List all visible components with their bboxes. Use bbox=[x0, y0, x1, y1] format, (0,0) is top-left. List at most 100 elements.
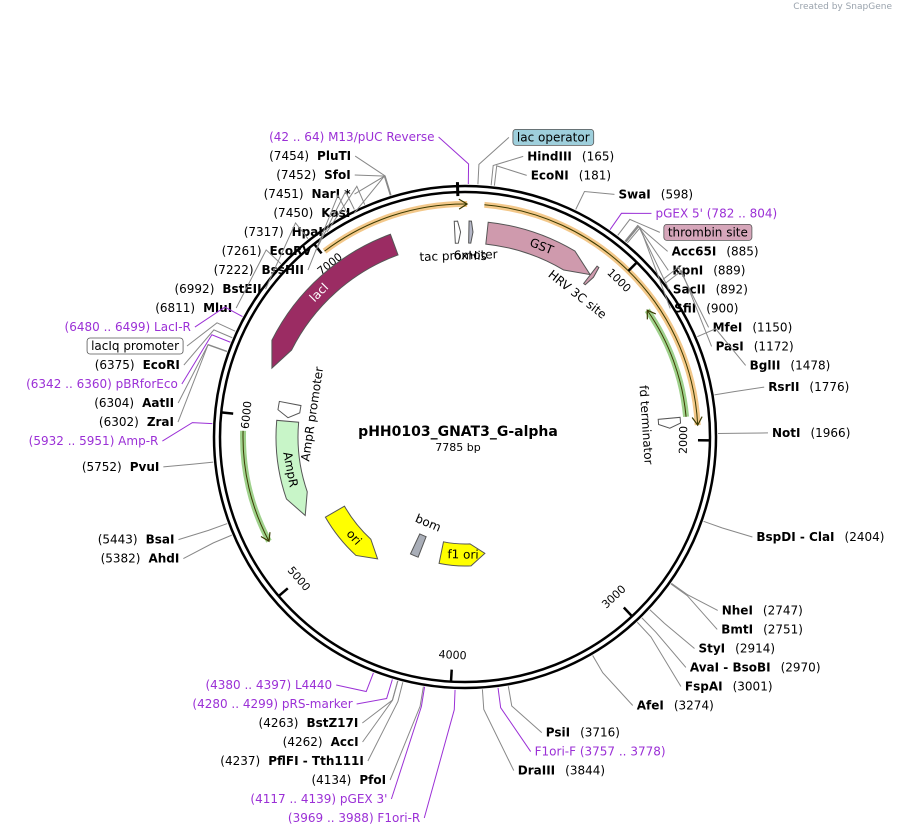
site-leader-line bbox=[177, 343, 228, 404]
enzyme-position: (4263) bbox=[259, 716, 299, 730]
enzyme-position: (4134) bbox=[311, 773, 351, 787]
enzyme-position: (6992) bbox=[174, 282, 214, 296]
enzyme-name: AhdI bbox=[148, 552, 179, 566]
site-leader-line bbox=[617, 218, 661, 236]
enzyme-position: (7454) bbox=[269, 149, 309, 163]
enzyme-name: SwaI bbox=[618, 187, 650, 201]
enzyme-name: MluI bbox=[203, 301, 232, 315]
site-leader-line bbox=[390, 686, 426, 800]
enzyme-position: (7317) bbox=[244, 225, 284, 239]
enzyme-name: RsrII bbox=[768, 380, 799, 394]
enzyme-position: (3001) bbox=[733, 679, 773, 693]
site-leader-line bbox=[163, 461, 214, 468]
enzyme-name: HindIII bbox=[527, 149, 572, 163]
feature-callout-label: lacIq promoter bbox=[91, 339, 179, 353]
site-leader-line bbox=[356, 679, 393, 705]
site-leader-line bbox=[636, 621, 682, 687]
site-leader-line bbox=[714, 386, 765, 396]
feature-label-bom: bom bbox=[413, 511, 443, 534]
site-leader-line bbox=[162, 422, 213, 442]
feature-6xhis bbox=[468, 220, 474, 244]
feature-callout-label: lac operator bbox=[517, 130, 590, 144]
site-leader-line bbox=[493, 165, 527, 186]
primer-label: pGEX 5' (782 .. 804) bbox=[655, 206, 777, 220]
site-leader-line bbox=[497, 687, 532, 752]
enzyme-name: NotI bbox=[772, 426, 801, 440]
enzyme-name: HpaI bbox=[292, 225, 323, 239]
enzyme-position: (7451) bbox=[264, 187, 304, 201]
primer-label: (5932 .. 5951) Amp-R bbox=[29, 434, 159, 448]
tick-mark bbox=[622, 606, 633, 617]
tick-label: 3000 bbox=[599, 583, 628, 612]
feature-label-ampr-promoter: AmpR promoter bbox=[298, 366, 326, 462]
orf-arc-core bbox=[242, 430, 270, 542]
orf-arc-core bbox=[646, 309, 687, 417]
enzyme-name: PsiI bbox=[546, 726, 570, 740]
orf-layer bbox=[240, 198, 703, 543]
feature-fd-terminator bbox=[657, 416, 682, 429]
tick-label: 5000 bbox=[285, 564, 313, 594]
enzyme-position: (3844) bbox=[565, 764, 605, 778]
enzyme-name: EcoRV bbox=[270, 244, 313, 258]
enzyme-position: (7222) bbox=[214, 263, 254, 277]
feature-label-f1-ori: f1 ori bbox=[447, 547, 479, 562]
enzyme-position: (7261) bbox=[222, 244, 262, 258]
tick-label: 6000 bbox=[239, 400, 255, 429]
site-leader-line bbox=[423, 689, 456, 819]
site-leader-line bbox=[625, 225, 670, 290]
feature-ampr bbox=[275, 419, 308, 517]
site-leader-line bbox=[649, 609, 695, 649]
site-leader-line bbox=[507, 686, 543, 733]
feature-callout-label: thrombin site bbox=[668, 225, 748, 239]
site-leader-line bbox=[183, 534, 232, 560]
restriction-site-label: NotI(1966) bbox=[772, 426, 850, 440]
enzyme-position: (7450) bbox=[273, 206, 313, 220]
tick-mark bbox=[222, 411, 234, 415]
restriction-site-label: (6811)MluI bbox=[155, 301, 232, 315]
enzyme-position: (1478) bbox=[790, 358, 830, 372]
backbone-inner-ring bbox=[218, 190, 712, 684]
site-leader-line bbox=[178, 523, 228, 541]
enzyme-name: BstEII bbox=[222, 282, 261, 296]
feature-label-ampr: AmpR bbox=[280, 451, 300, 489]
enzyme-name: PflFI - Tth111I bbox=[268, 754, 364, 768]
enzyme-name: Acc65I bbox=[672, 244, 717, 258]
site-leader-line bbox=[592, 655, 634, 706]
enzyme-name: BstZ17I bbox=[306, 716, 358, 730]
tick-mark bbox=[627, 262, 638, 272]
site-leader-line bbox=[315, 190, 355, 252]
site-leader-line bbox=[362, 680, 399, 743]
site-leader-line bbox=[671, 582, 718, 611]
restriction-site-label: MfeI(1150) bbox=[713, 320, 793, 334]
enzyme-name: NarI * bbox=[312, 187, 352, 201]
orf-arc-core bbox=[324, 203, 468, 252]
feature-callout-box bbox=[663, 223, 753, 241]
restriction-site-label: DraIII(3844) bbox=[518, 764, 605, 778]
enzyme-name: AvaI - BsoBI bbox=[690, 660, 771, 674]
feature-laci bbox=[271, 233, 399, 370]
site-leader-line bbox=[336, 672, 374, 693]
enzyme-position: (5443) bbox=[98, 533, 138, 547]
tick-mark bbox=[449, 669, 453, 681]
enzyme-name: AfeI bbox=[637, 698, 664, 712]
tick-label: 4000 bbox=[438, 648, 467, 663]
enzyme-position: (2404) bbox=[845, 530, 885, 544]
restriction-site-label: (5752)PvuI bbox=[82, 460, 160, 474]
restriction-site-label: PasI(1172) bbox=[716, 339, 794, 353]
enzyme-position: (165) bbox=[582, 149, 614, 163]
plasmid-name: pHH0103_GNAT3_G-alpha bbox=[358, 424, 558, 440]
enzyme-name: KasI bbox=[321, 206, 350, 220]
restriction-site-label: (7452)SfoI bbox=[276, 168, 350, 182]
enzyme-position: (598) bbox=[661, 187, 693, 201]
site-leader-line bbox=[609, 212, 652, 230]
primer-label: (6480 .. 6499) LacI-R bbox=[65, 320, 191, 334]
enzyme-name: KpnI bbox=[672, 263, 703, 277]
enzyme-name: MfeI bbox=[713, 320, 743, 334]
enzyme-position: (2914) bbox=[735, 641, 775, 655]
feature-callout-box bbox=[512, 128, 595, 146]
site-leader-line bbox=[389, 686, 424, 781]
site-leader-line bbox=[353, 175, 391, 214]
orf-arrowhead bbox=[646, 309, 657, 320]
orf-arc-core bbox=[484, 204, 699, 426]
